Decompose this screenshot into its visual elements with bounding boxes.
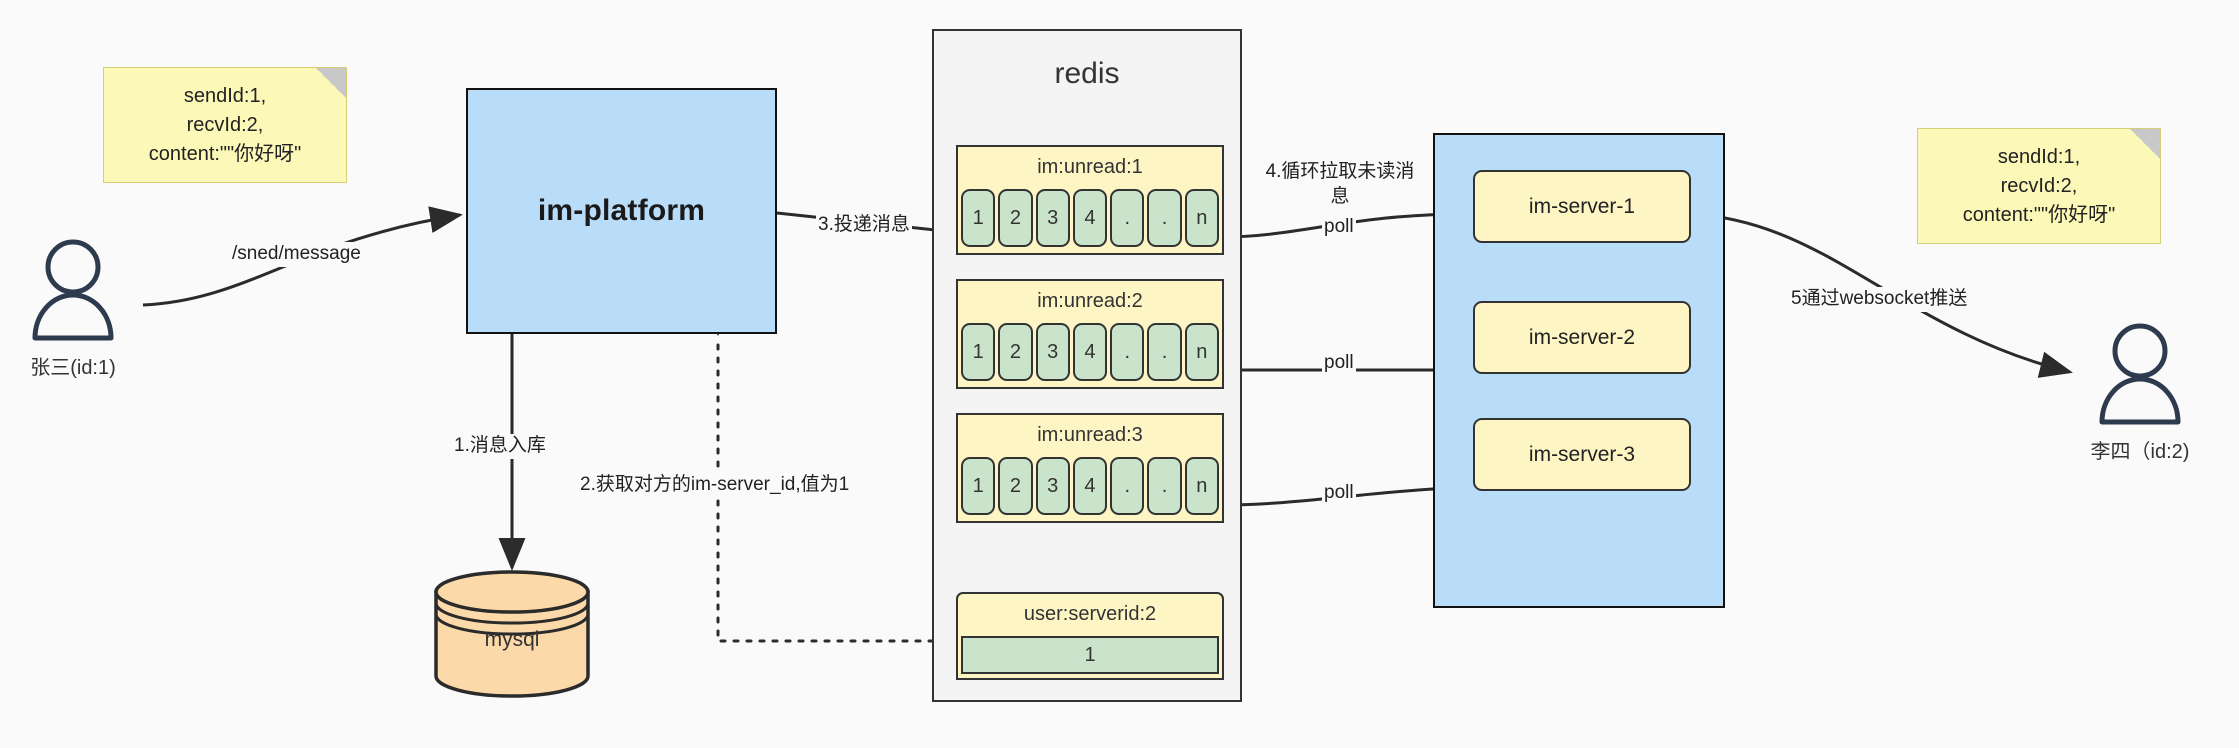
- redis-cell[interactable]: .: [1147, 457, 1182, 515]
- actor-sender-label: 张三(id:1): [30, 357, 116, 379]
- redis-list-im-unread-2[interactable]: im:unread:2 1 2 3 4 . . n: [956, 279, 1224, 389]
- redis-title: redis: [1054, 57, 1120, 90]
- redis-list-cells: 1 2 3 4 . . n: [961, 457, 1219, 515]
- im-server-group: im-server-1 im-server-2 im-server-3: [1433, 133, 1725, 608]
- mysql-datastore[interactable]: mysql: [432, 570, 592, 698]
- redis-cell[interactable]: n: [1184, 189, 1219, 247]
- edge-label-push: 5通过websocket推送: [1789, 287, 1970, 312]
- redis-cell[interactable]: .: [1147, 323, 1182, 381]
- redis-cell[interactable]: 3: [1035, 457, 1070, 515]
- redis-cell[interactable]: n: [1184, 457, 1219, 515]
- person-icon: [2099, 323, 2181, 425]
- note-fold-icon: [316, 67, 347, 98]
- actor-receiver-label: 李四（id:2): [2090, 441, 2190, 463]
- person-icon: [32, 239, 114, 341]
- redis-kv-value[interactable]: 1: [961, 636, 1219, 674]
- redis-cell[interactable]: 4: [1072, 189, 1108, 247]
- redis-kv-user-serverid[interactable]: user:serverid:2 1: [956, 592, 1224, 680]
- redis-cell[interactable]: 3: [1035, 189, 1070, 247]
- im-server-3-label: im-server-3: [1528, 442, 1636, 466]
- im-server-2-label: im-server-2: [1528, 325, 1636, 349]
- edge-label-persist: 1.消息入库: [452, 434, 548, 459]
- redis-list-key: im:unread:1: [1037, 155, 1143, 178]
- cylinder-icon: [434, 570, 590, 698]
- redis-cell[interactable]: 1: [961, 457, 996, 515]
- redis-cell[interactable]: .: [1147, 189, 1182, 247]
- redis-cell[interactable]: 3: [1035, 323, 1070, 381]
- edge-label-poll-3: poll: [1322, 481, 1356, 506]
- im-server-1-node[interactable]: im-server-1: [1473, 170, 1691, 243]
- im-platform-box[interactable]: im-platform: [466, 88, 777, 334]
- redis-cell[interactable]: 4: [1072, 457, 1108, 515]
- edge-label-pull: 4.循环拉取未读消 息: [1258, 160, 1422, 210]
- redis-list-im-unread-3[interactable]: im:unread:3 1 2 3 4 . . n: [956, 413, 1224, 523]
- redis-cell[interactable]: .: [1110, 189, 1145, 247]
- actor-receiver: 李四（id:2): [2091, 322, 2189, 463]
- redis-cell[interactable]: 4: [1072, 323, 1108, 381]
- note-text: sendId:1, recvId:2, content:""你好呀": [148, 84, 302, 165]
- redis-cell[interactable]: 2: [998, 457, 1033, 515]
- redis-cell[interactable]: .: [1110, 323, 1145, 381]
- redis-cell[interactable]: 1: [961, 189, 996, 247]
- edge-label-lookup: 2.获取对方的im-server_id,值为1: [578, 473, 852, 498]
- note-text: sendId:1, recvId:2, content:""你好呀": [1962, 145, 2116, 226]
- edge-label-poll-1: poll: [1322, 215, 1356, 240]
- im-server-2-node[interactable]: im-server-2: [1473, 301, 1691, 374]
- redis-cell[interactable]: 2: [998, 323, 1033, 381]
- redis-kv-key: user:serverid:2: [1023, 602, 1157, 625]
- redis-cell[interactable]: n: [1184, 323, 1219, 381]
- redis-list-cells: 1 2 3 4 . . n: [961, 189, 1219, 247]
- im-platform-label: im-platform: [537, 194, 706, 227]
- message-note-right: sendId:1, recvId:2, content:""你好呀": [1917, 128, 2161, 244]
- edge-label-send: /sned/message: [230, 242, 363, 267]
- redis-list-key: im:unread:3: [1037, 423, 1143, 446]
- redis-cell[interactable]: .: [1110, 457, 1145, 515]
- im-server-1-label: im-server-1: [1528, 194, 1636, 218]
- redis-cell[interactable]: 2: [998, 189, 1033, 247]
- mysql-label: mysql: [484, 628, 540, 651]
- actor-sender: 张三(id:1): [28, 238, 118, 379]
- redis-container: redis im:unread:1 1 2 3 4 . . n im:unrea…: [932, 29, 1242, 702]
- redis-cell[interactable]: 1: [961, 323, 996, 381]
- redis-list-key: im:unread:2: [1037, 289, 1143, 312]
- message-note-left: sendId:1, recvId:2, content:""你好呀": [103, 67, 347, 183]
- note-fold-icon: [2130, 128, 2161, 159]
- edge-label-poll-2: poll: [1322, 351, 1356, 376]
- redis-list-im-unread-1[interactable]: im:unread:1 1 2 3 4 . . n: [956, 145, 1224, 255]
- im-server-3-node[interactable]: im-server-3: [1473, 418, 1691, 491]
- edge-label-deliver: 3.投递消息: [816, 213, 912, 238]
- redis-list-cells: 1 2 3 4 . . n: [961, 323, 1219, 381]
